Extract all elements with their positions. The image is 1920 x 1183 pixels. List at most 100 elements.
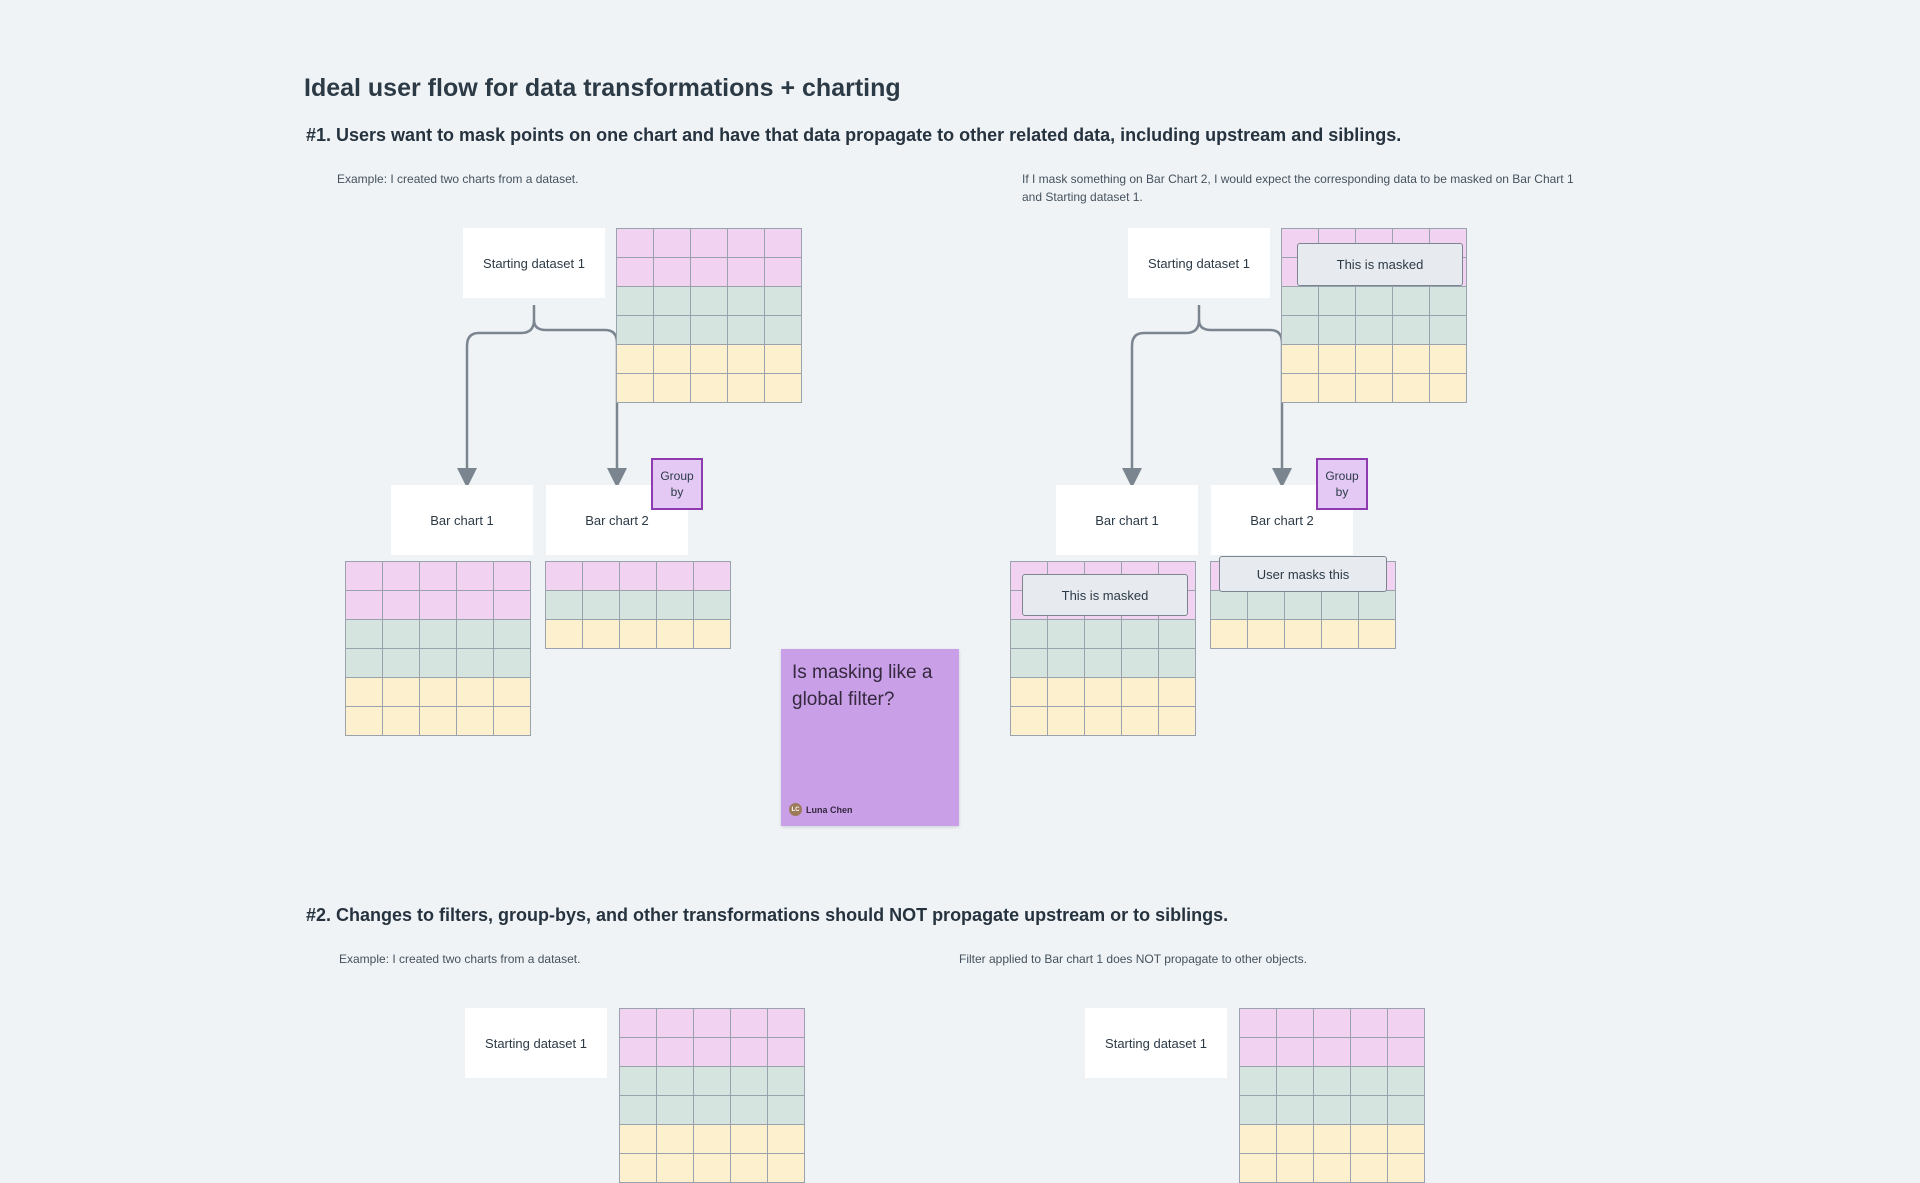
table-cell — [420, 707, 457, 736]
table-cell — [694, 1154, 731, 1183]
sticky-note-author: LC Luna Chen — [789, 803, 853, 816]
bar-chart-1-table-left — [345, 561, 531, 736]
table-cell — [620, 1067, 657, 1096]
table-cell — [457, 707, 494, 736]
table-cell — [1085, 649, 1122, 678]
starting-dataset-card-section2-left[interactable]: Starting dataset 1 — [465, 1008, 607, 1078]
table-cell — [1351, 1038, 1388, 1067]
table-cell — [768, 1038, 805, 1067]
table-cell — [494, 707, 531, 736]
table-cell — [657, 1154, 694, 1183]
sticky-note[interactable]: Is masking like a global filter? LC Luna… — [781, 649, 959, 826]
starting-dataset-card-left[interactable]: Starting dataset 1 — [463, 228, 605, 298]
table-cell — [617, 258, 654, 287]
table-cell — [620, 562, 657, 591]
table-cell — [346, 591, 383, 620]
table-cell — [765, 316, 802, 345]
table-cell — [1319, 374, 1356, 403]
table-cell — [1388, 1009, 1425, 1038]
table-cell — [1277, 1154, 1314, 1183]
table-cell — [1388, 1096, 1425, 1125]
table-cell — [768, 1096, 805, 1125]
table-cell — [654, 374, 691, 403]
table-cell — [457, 620, 494, 649]
table-cell — [728, 374, 765, 403]
table-cell — [1282, 345, 1319, 374]
bar-chart-1-card-right[interactable]: Bar chart 1 — [1056, 485, 1198, 555]
dataset-table-section2-right — [1239, 1008, 1425, 1183]
table-cell — [694, 591, 731, 620]
table-cell — [617, 316, 654, 345]
table-cell — [694, 620, 731, 649]
table-cell — [620, 1096, 657, 1125]
table-cell — [768, 1009, 805, 1038]
group-by-label-line2: by — [670, 485, 684, 499]
table-cell — [1159, 649, 1196, 678]
table-cell — [731, 1009, 768, 1038]
table-cell — [654, 258, 691, 287]
author-avatar: LC — [789, 803, 802, 816]
table-cell — [620, 591, 657, 620]
table-cell — [765, 229, 802, 258]
table-cell — [1393, 316, 1430, 345]
table-cell — [731, 1067, 768, 1096]
table-cell — [691, 374, 728, 403]
table-cell — [494, 591, 531, 620]
table-cell — [1430, 374, 1467, 403]
table-cell — [694, 1038, 731, 1067]
user-masks-label-chart2: User masks this — [1219, 556, 1387, 592]
table-cell — [420, 649, 457, 678]
table-cell — [1319, 345, 1356, 374]
table-cell — [383, 591, 420, 620]
table-cell — [494, 678, 531, 707]
table-cell — [1388, 1154, 1425, 1183]
table-cell — [617, 345, 654, 374]
table-cell — [1282, 316, 1319, 345]
table-cell — [1277, 1125, 1314, 1154]
table-cell — [383, 678, 420, 707]
table-cell — [768, 1154, 805, 1183]
table-cell — [1430, 316, 1467, 345]
table-cell — [420, 678, 457, 707]
starting-dataset-card-section2-right[interactable]: Starting dataset 1 — [1085, 1008, 1227, 1078]
dataset-table-right — [1281, 228, 1467, 403]
table-cell — [728, 287, 765, 316]
table-cell — [494, 562, 531, 591]
page-title: Ideal user flow for data transformations… — [304, 74, 901, 102]
table-cell — [617, 229, 654, 258]
table-cell — [494, 649, 531, 678]
table-cell — [1285, 620, 1322, 649]
table-cell — [1351, 1067, 1388, 1096]
masked-label-chart1: This is masked — [1022, 574, 1188, 616]
table-cell — [346, 707, 383, 736]
masked-label-dataset: This is masked — [1297, 243, 1463, 286]
table-cell — [620, 620, 657, 649]
table-cell — [694, 562, 731, 591]
table-cell — [691, 345, 728, 374]
starting-dataset-card-right[interactable]: Starting dataset 1 — [1128, 228, 1270, 298]
table-cell — [1319, 316, 1356, 345]
connector-right-to-chart2 — [1197, 319, 1292, 488]
table-cell — [1388, 1038, 1425, 1067]
table-cell — [728, 345, 765, 374]
table-cell — [731, 1096, 768, 1125]
table-cell — [691, 287, 728, 316]
table-cell — [765, 374, 802, 403]
bar-chart-2-table-left — [545, 561, 731, 649]
table-cell — [1282, 374, 1319, 403]
table-cell — [457, 591, 494, 620]
table-cell — [657, 620, 694, 649]
bar-chart-1-card-left[interactable]: Bar chart 1 — [391, 485, 533, 555]
table-cell — [1159, 620, 1196, 649]
table-cell — [383, 649, 420, 678]
table-cell — [1314, 1154, 1351, 1183]
connector-left-to-chart1 — [457, 305, 536, 488]
table-cell — [1240, 1067, 1277, 1096]
table-cell — [346, 562, 383, 591]
table-cell — [654, 316, 691, 345]
table-cell — [765, 287, 802, 316]
table-cell — [617, 374, 654, 403]
table-cell — [1085, 707, 1122, 736]
